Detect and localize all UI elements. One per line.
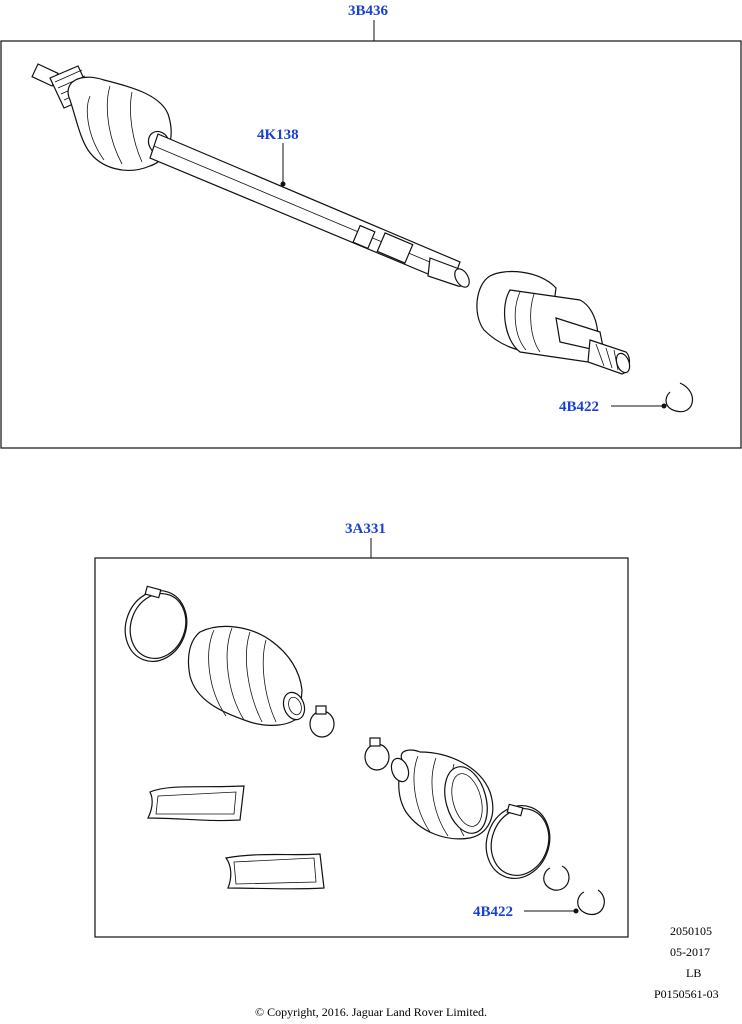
small-clamp-2 <box>364 737 390 771</box>
label-4B422-bottom[interactable]: 4B422 <box>473 904 514 920</box>
inner-joint <box>31 63 172 171</box>
label-4B422-top[interactable]: 4B422 <box>559 399 600 415</box>
band-clamp-large-right <box>485 803 551 879</box>
footer-region: LB <box>686 966 702 980</box>
outer-boot <box>390 749 494 840</box>
footer-ref: P0150561-03 <box>654 987 719 1001</box>
label-4K138[interactable]: 4K138 <box>257 127 299 143</box>
grease-sachet-2 <box>224 853 325 890</box>
grease-sachet-1 <box>147 785 245 822</box>
footer-code: 2050105 <box>670 924 712 938</box>
band-clamp-large-left <box>124 585 188 662</box>
clip-4B422-bottom <box>524 889 605 916</box>
circlip-1 <box>543 865 570 891</box>
label-3A331[interactable]: 3A331 <box>345 521 386 537</box>
copyright-text: © Copyright, 2016. Jaguar Land Rover Lim… <box>254 1005 488 1019</box>
footer-date: 05-2017 <box>670 945 710 959</box>
top-panel-frame <box>0 40 742 449</box>
outer-joint <box>476 270 631 375</box>
inner-boot <box>187 625 306 726</box>
label-3B436[interactable]: 3B436 <box>348 3 389 19</box>
shaft-4K138 <box>149 133 470 288</box>
clip-4B422-top <box>611 382 694 413</box>
small-clamp-1 <box>309 705 335 738</box>
bottom-panel-frame <box>94 557 629 938</box>
